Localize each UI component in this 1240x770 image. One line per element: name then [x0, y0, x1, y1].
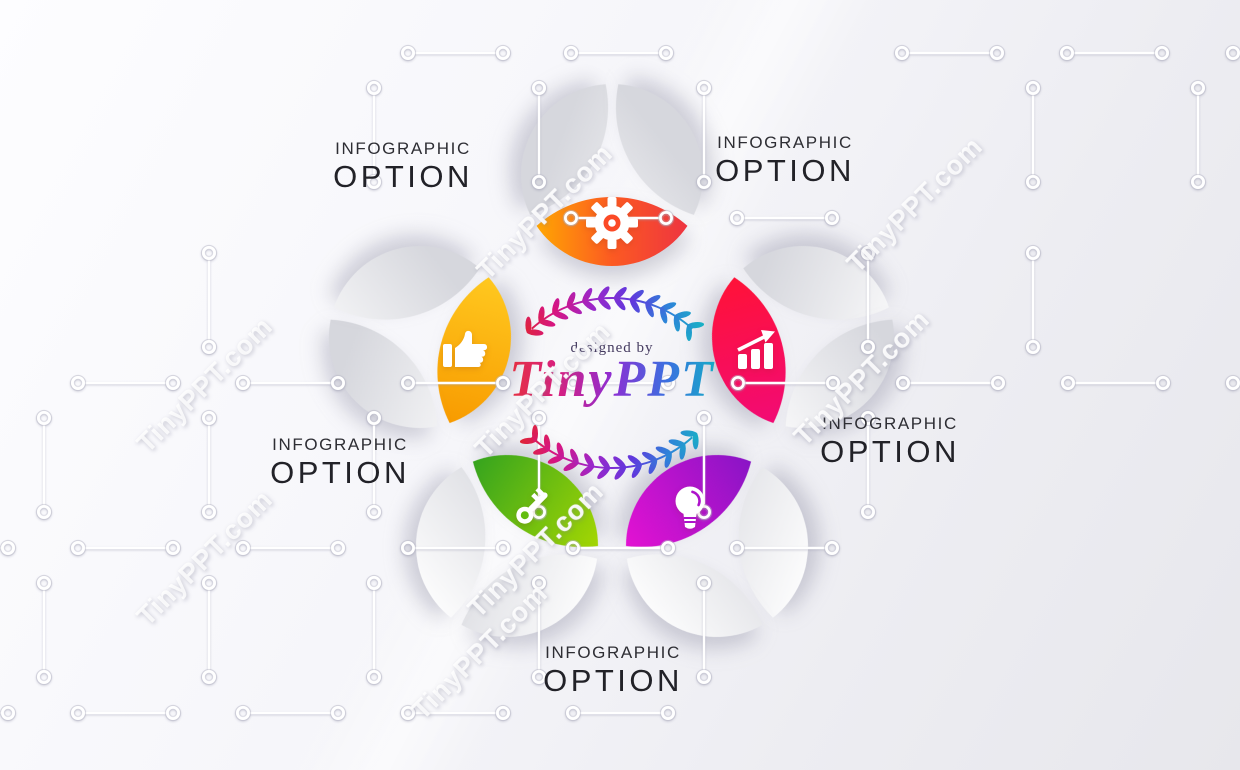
option-label-line2: OPTION [333, 159, 473, 194]
option-label-top-right: INFOGRAPHIC OPTION [665, 132, 905, 188]
option-label-line1: INFOGRAPHIC [717, 133, 853, 152]
option-label-line1: INFOGRAPHIC [335, 139, 471, 158]
option-label-line2: OPTION [270, 455, 410, 490]
option-label-line1: INFOGRAPHIC [822, 414, 958, 433]
option-label-line2: OPTION [715, 153, 855, 188]
option-label-right: INFOGRAPHIC OPTION [770, 413, 1010, 469]
brand-name: TinyPPT [452, 350, 772, 410]
option-label-left: INFOGRAPHIC OPTION [220, 434, 460, 490]
gear-icon [586, 197, 638, 249]
option-label-line1: INFOGRAPHIC [272, 435, 408, 454]
option-label-top-left: INFOGRAPHIC OPTION [283, 138, 523, 194]
option-label-bottom: INFOGRAPHIC OPTION [493, 642, 733, 698]
option-label-line1: INFOGRAPHIC [545, 643, 681, 662]
option-label-line2: OPTION [543, 663, 683, 698]
option-label-line2: OPTION [820, 434, 960, 469]
